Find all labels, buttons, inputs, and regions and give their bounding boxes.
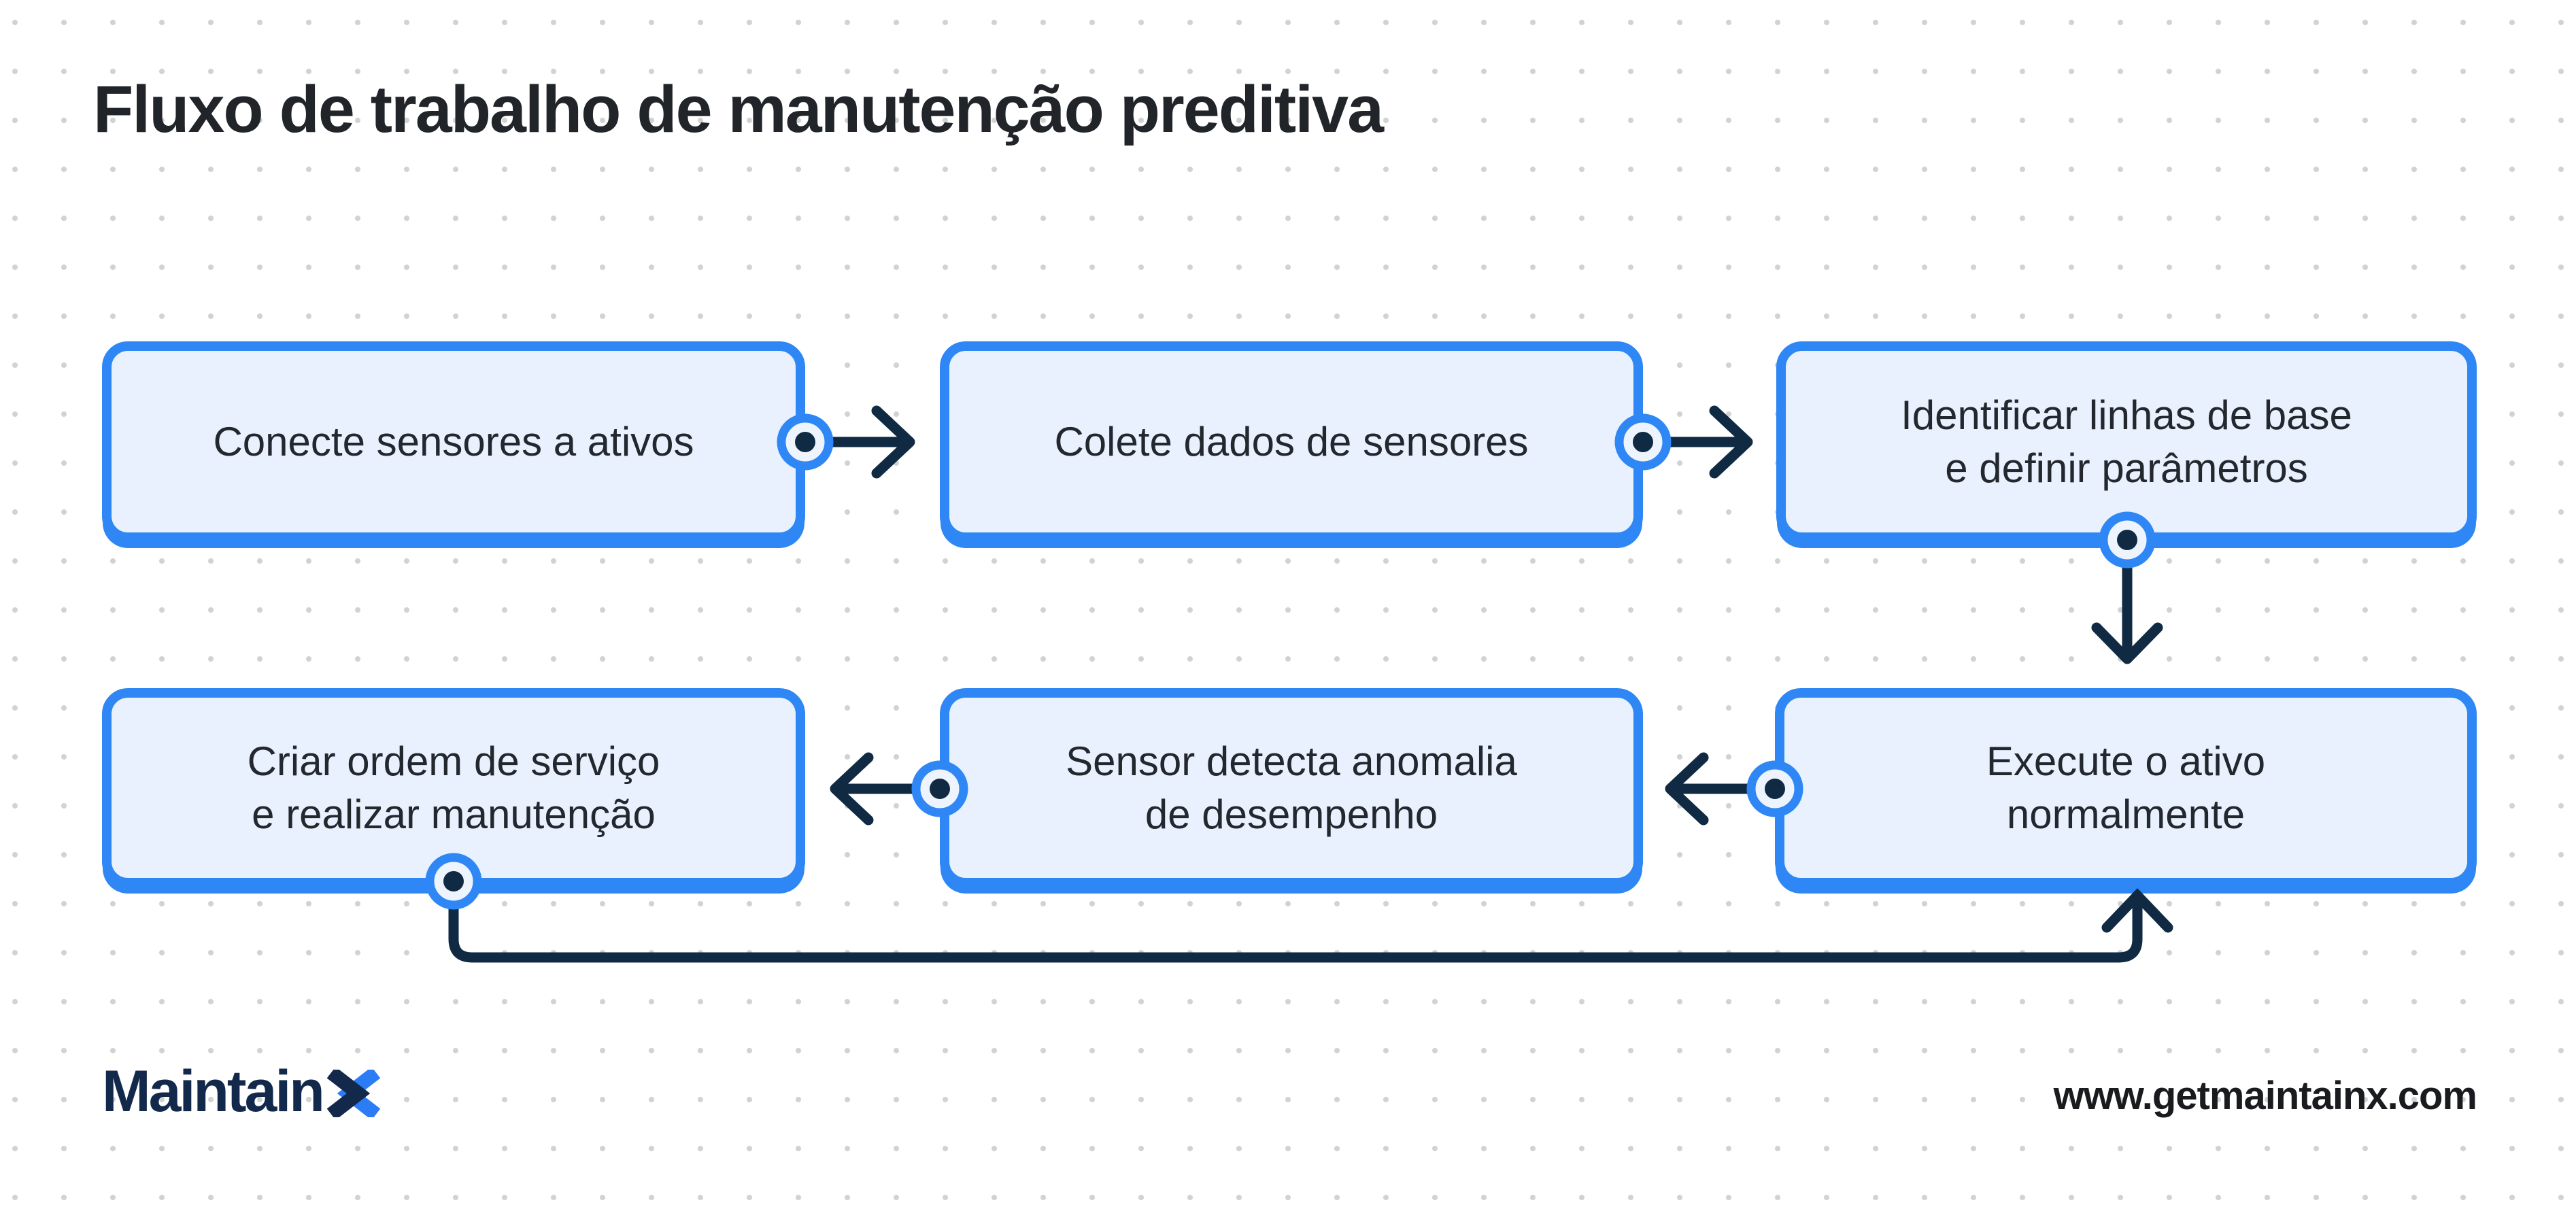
flow-step-connect-sensors: Conecte sensores a ativos [102,341,805,542]
arrow-left-icon [1665,752,1780,826]
arrow-left-icon [830,752,945,826]
step-label: Criar ordem de serviço e realizar manute… [247,738,660,837]
step-label: Conecte sensores a ativos [213,418,694,464]
step-label: Colete dados de sensores [1054,418,1529,464]
website-url: www.getmaintainx.com [2053,1074,2477,1118]
flow-step-run-asset: Execute o ativo normalmente [1775,688,2477,887]
logo-x-icon [326,1069,380,1117]
step-label: Execute o ativo normalmente [1986,738,2266,837]
arrow-right-icon [1638,405,1753,479]
flow-step-sensor-anomaly: Sensor detecta anomalia de desempenho [940,688,1643,887]
step-label: Identificar linhas de base e definir par… [1901,392,2352,491]
arrow-down-icon [2091,534,2163,664]
flow-step-collect-data: Colete dados de sensores [940,341,1643,542]
flow-step-create-work-order: Criar ordem de serviço e realizar manute… [102,688,805,887]
flow-step-identify-baseline: Identificar linhas de base e definir par… [1776,341,2477,542]
page-title: Fluxo de trabalho de manutenção preditiv… [93,72,1384,146]
step-label: Sensor detecta anomalia de desempenho [1066,738,1517,837]
arrow-right-icon [800,405,915,479]
loop-back-arrow [448,876,2173,963]
maintainx-logo: Maintain [102,1058,380,1125]
logo-wordmark: Maintain [102,1059,325,1124]
